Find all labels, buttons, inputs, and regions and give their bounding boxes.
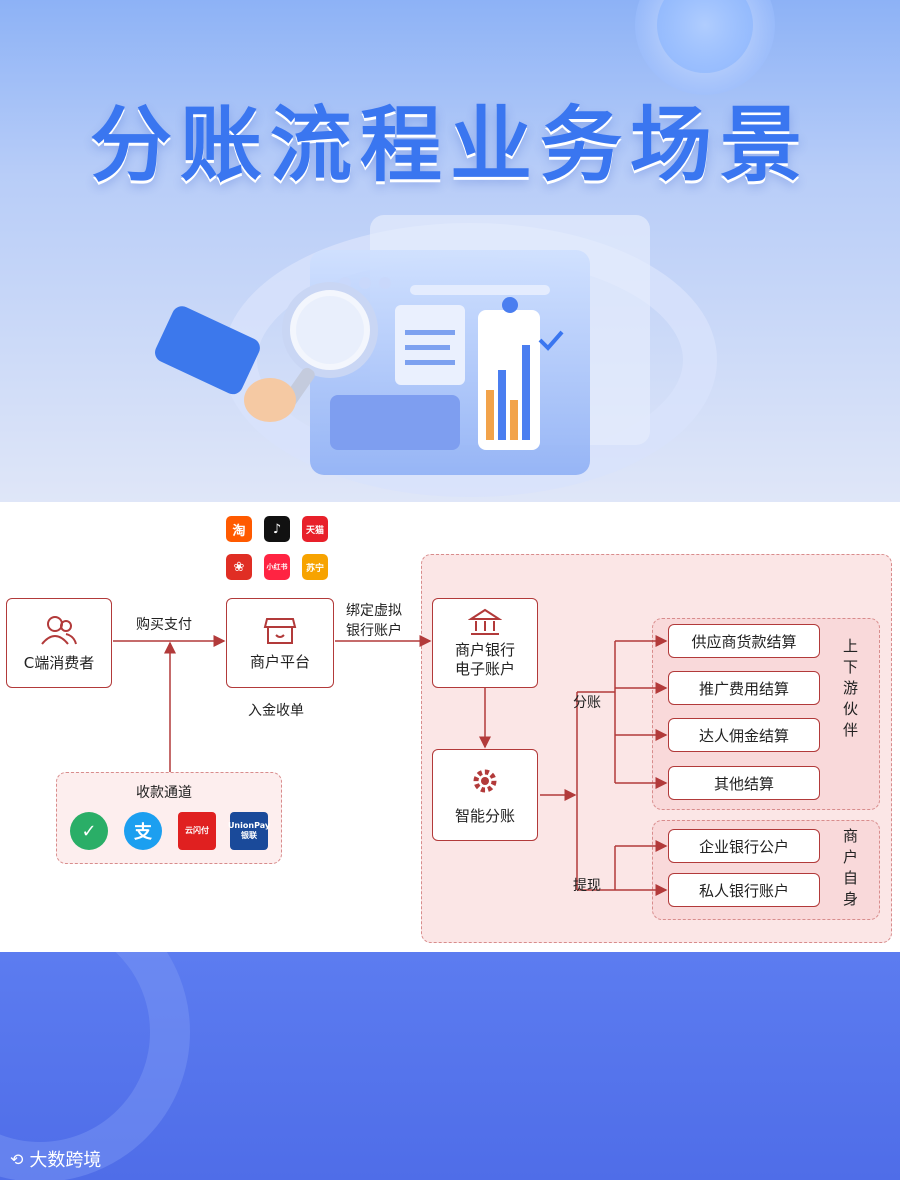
bind-label: 绑定虚拟 银行账户 bbox=[346, 601, 402, 641]
brand-name: 大数跨境 bbox=[29, 1150, 102, 1171]
wechat-pay-icon: ✓ bbox=[70, 812, 108, 850]
corp-bank-label: 企业银行公户 bbox=[698, 837, 789, 856]
personal-bank-label: 私人银行账户 bbox=[698, 881, 789, 900]
smart-split-node: 智能分账 bbox=[432, 749, 538, 841]
bind-label-2: 银行账户 bbox=[346, 623, 402, 639]
withdraw-label: 提现 bbox=[573, 878, 601, 894]
purchase-label: 购买支付 bbox=[136, 617, 192, 633]
influencer-label: 达人佣金结算 bbox=[698, 726, 789, 745]
pinduoduo-icon: ❀ bbox=[226, 554, 252, 580]
alipay-icon: 支 bbox=[124, 812, 162, 850]
other-label: 其他结算 bbox=[713, 774, 774, 793]
brand-mark-icon: ⟲ bbox=[10, 1149, 24, 1169]
consumer-node: C端消费者 bbox=[6, 598, 112, 688]
supplier-label: 供应商货款结算 bbox=[691, 632, 797, 651]
income-label: 入金收单 bbox=[248, 703, 304, 719]
bank-icon bbox=[468, 608, 502, 635]
hero-illustration bbox=[155, 0, 775, 497]
personal-bank-node: 私人银行账户 bbox=[668, 873, 820, 907]
merchant-platform-node: 商户平台 bbox=[226, 598, 334, 688]
douyin-icon: ♪ bbox=[264, 516, 290, 542]
other-settlement-node: 其他结算 bbox=[668, 766, 820, 800]
suning-icon: 苏宁 bbox=[302, 554, 328, 580]
xiaohongshu-icon: 小红书 bbox=[264, 554, 290, 580]
footer-decoration bbox=[0, 952, 190, 1180]
tmall-icon: 天猫 bbox=[302, 516, 328, 542]
store-icon bbox=[263, 617, 297, 644]
split-label: 分账 bbox=[573, 695, 601, 711]
consumer-label: C端消费者 bbox=[23, 653, 95, 672]
taobao-icon: 淘 bbox=[226, 516, 252, 542]
bank-account-label-1: 商户银行 bbox=[454, 641, 515, 659]
promotion-label: 推广费用结算 bbox=[698, 679, 789, 698]
split-flow-diagram: 淘 ♪ 天猫 ❀ 小红书苏宁 C端消费者 商户平台 商户银行 电子账户 智能分账 供应商… bbox=[0, 502, 900, 952]
footer-banner: ⟲ 大数跨境 bbox=[0, 952, 900, 1180]
self-group-label: 商户自身 bbox=[841, 828, 859, 912]
gear-icon bbox=[473, 769, 497, 792]
page-title: 分账流程业务场景 bbox=[89, 98, 810, 193]
unionpay-icon: UnionPay 银联 bbox=[228, 812, 270, 850]
promotion-settlement-node: 推广费用结算 bbox=[668, 671, 820, 705]
channel-group-label: 收款通道 bbox=[136, 785, 192, 801]
hero-banner: 分账流程业务场景 bbox=[0, 0, 900, 502]
cloud-pay-icon: 云闪付 bbox=[178, 812, 216, 850]
smart-split-label: 智能分账 bbox=[454, 806, 515, 825]
users-icon bbox=[41, 615, 77, 645]
partners-group-label: 上下游伙伴 bbox=[841, 638, 859, 743]
bind-label-1: 绑定虚拟 bbox=[346, 603, 402, 619]
merchant-platform-label: 商户平台 bbox=[249, 652, 310, 671]
corp-bank-node: 企业银行公户 bbox=[668, 829, 820, 863]
flow-arrows bbox=[113, 635, 668, 896]
footer-logo: ⟲ 大数跨境 bbox=[10, 1146, 101, 1172]
influencer-settlement-node: 达人佣金结算 bbox=[668, 718, 820, 752]
bank-account-label-2: 电子账户 bbox=[454, 660, 515, 678]
bank-account-node: 商户银行 电子账户 bbox=[432, 598, 538, 688]
supplier-settlement-node: 供应商货款结算 bbox=[668, 624, 820, 658]
